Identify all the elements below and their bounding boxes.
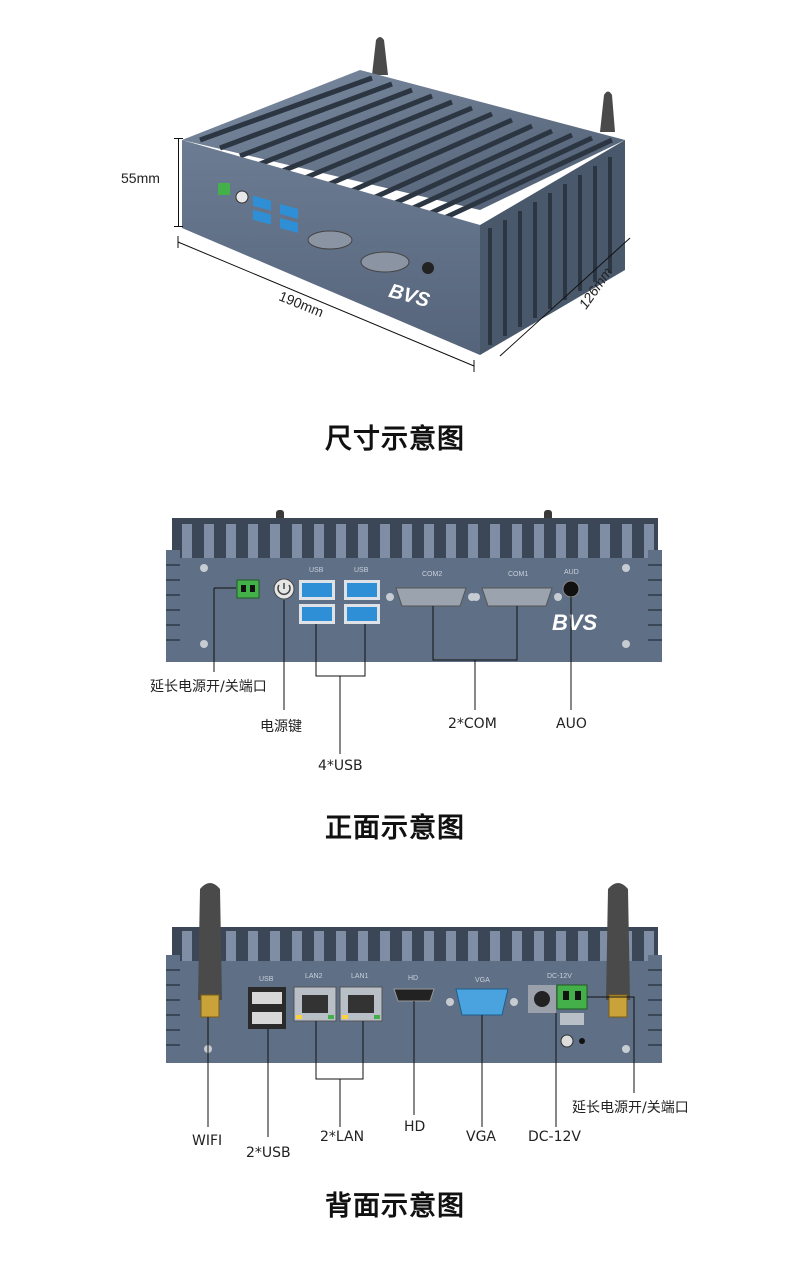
rear-callout-lines [207,996,635,1137]
dc-callout: DC-12V [528,1129,581,1145]
lan1-label: LAN1 [351,973,369,980]
vga-port-label: VGA [475,977,490,984]
usb-callout: 4*USB [318,758,363,774]
usb-label-a: USB [309,567,324,574]
com-callout: 2*COM [448,716,497,732]
lan2-label: LAN2 [305,973,323,980]
wifi-callout: WIFI [192,1133,223,1149]
lan-callout: 2*LAN [320,1129,365,1145]
power-key-callout: 电源键 [260,719,302,735]
dimension-view: BVS 55mm 190mm 126mm [0,0,790,400]
auo-callout: AUO [556,716,587,732]
height-dimension-line [178,138,179,226]
rear-view: USB LAN2 LAN1 HD VGA DC-12V WIFI 2*USB 2… [0,875,790,1175]
rear-ext-power-callout: 延长电源开/关端口 [572,1100,689,1116]
device-3d-illustration: BVS [182,37,625,355]
vga-callout: VGA [466,1129,497,1145]
brand-logo-front: BVS [552,610,598,635]
ext-power-callout: 延长电源开/关端口 [150,679,267,695]
dc-port-label: DC-12V [547,973,572,980]
rear-title: 背面示意图 [325,1191,465,1222]
dimension-title: 尺寸示意图 [325,424,465,455]
hd-callout: HD [404,1119,426,1135]
aud-label: AUD [564,569,579,576]
front-ports [236,578,580,624]
hd-port-label: HD [408,975,419,982]
rear-panel-illustration [166,883,662,1063]
front-callout-lines [213,587,572,754]
usb-label-b: USB [354,567,369,574]
front-panel-illustration [166,510,662,662]
dimension-lines [177,236,631,372]
com1-label: COM1 [508,571,529,578]
com2-label: COM2 [422,571,443,578]
front-title: 正面示意图 [325,813,465,844]
height-dimension-label: 55mm [121,170,160,186]
rear-usb-label: USB [259,976,274,983]
rear-usb-callout: 2*USB [246,1145,291,1161]
front-view: USB USB COM2 COM1 AUD BVS 延长电源开/关端口 电源键 … [0,500,790,800]
